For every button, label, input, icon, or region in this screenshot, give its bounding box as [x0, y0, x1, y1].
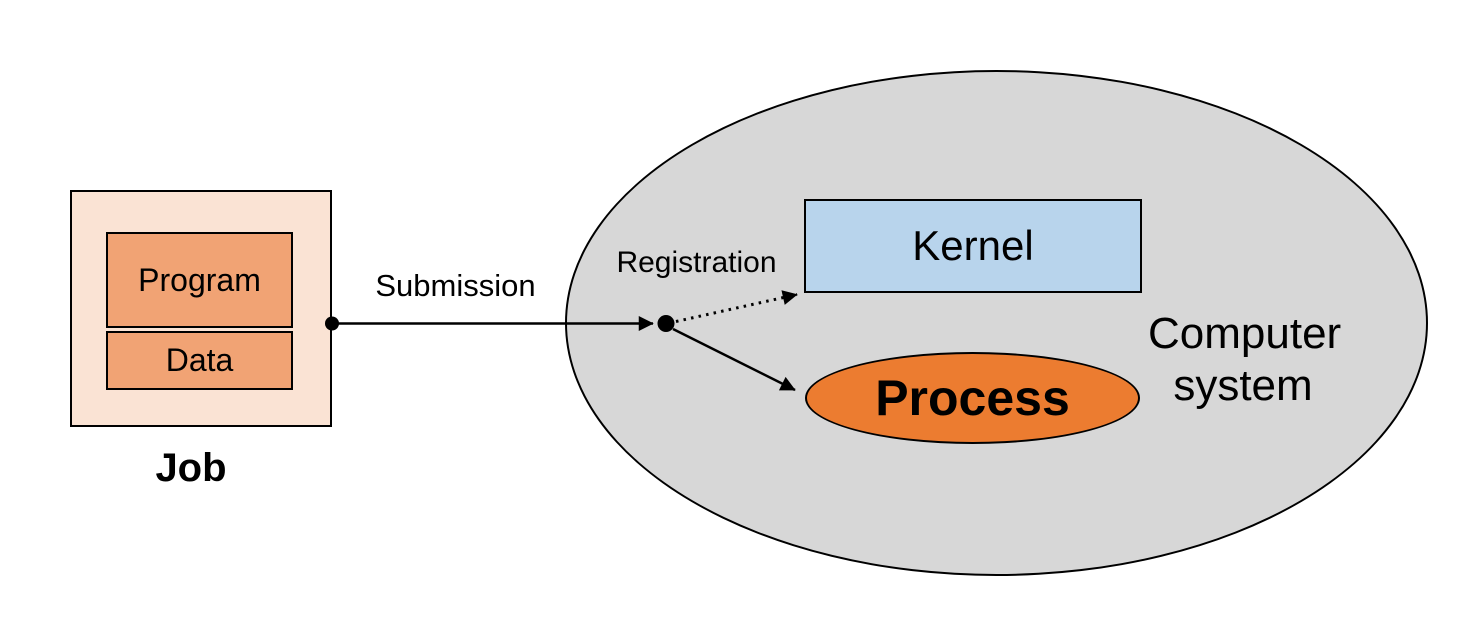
program-box: Program: [106, 232, 293, 328]
kernel-label: Kernel: [912, 222, 1034, 269]
kernel-box: Kernel: [804, 199, 1142, 293]
computer-system-ellipse: [565, 70, 1428, 576]
job-label: Job: [155, 446, 227, 490]
registration-label: Registration: [616, 246, 777, 279]
computer-system-label: Computer system: [1148, 309, 1342, 410]
submission-label: Submission: [375, 268, 536, 303]
data-box: Data: [106, 331, 293, 390]
program-label: Program: [138, 261, 261, 298]
process-label: Process: [875, 370, 1070, 426]
data-label: Data: [165, 342, 234, 378]
process-ellipse: Process: [805, 352, 1140, 444]
